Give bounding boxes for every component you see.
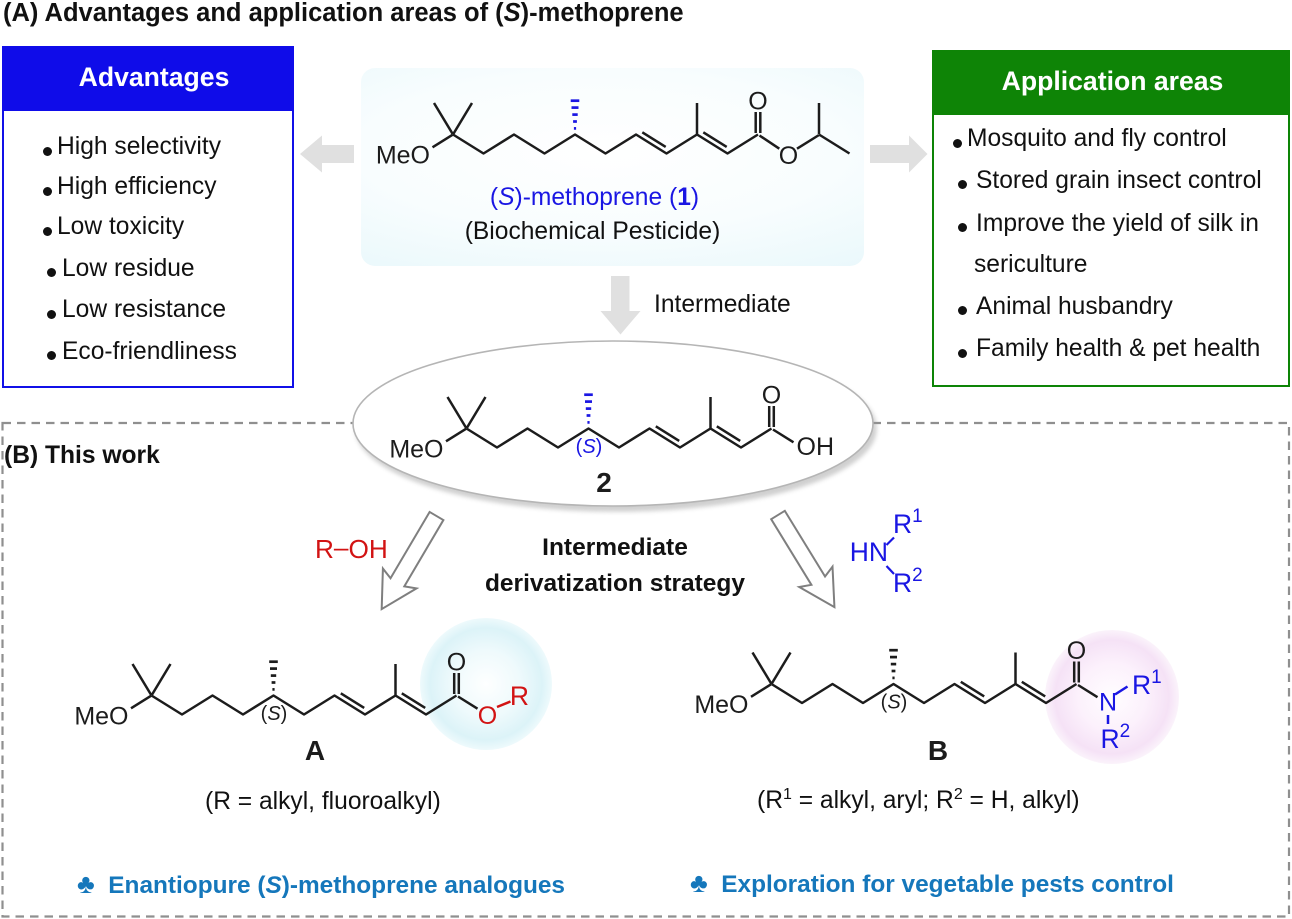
svg-text:(S): (S): [261, 703, 288, 725]
svg-text:R: R: [510, 681, 529, 711]
svg-text:MeO: MeO: [389, 436, 443, 464]
svg-text:O: O: [1067, 637, 1086, 665]
svg-text:(S): (S): [576, 436, 603, 458]
svg-text:O: O: [762, 382, 781, 410]
svg-text:R2: R2: [893, 565, 923, 598]
svg-text:N: N: [1099, 689, 1117, 717]
svg-text:O: O: [748, 88, 767, 116]
svg-text:B: B: [928, 735, 948, 766]
svg-text:A: A: [305, 735, 325, 766]
svg-text:R1: R1: [893, 506, 923, 539]
svg-text:HN: HN: [850, 537, 888, 567]
svg-text:OH: OH: [797, 433, 835, 461]
svg-text:MeO: MeO: [74, 703, 128, 731]
svg-text:O: O: [478, 702, 497, 730]
svg-text:(S): (S): [881, 692, 908, 714]
svg-text:MeO: MeO: [694, 691, 748, 719]
svg-text:2: 2: [596, 467, 612, 498]
svg-text:O: O: [447, 649, 466, 677]
svg-text:O: O: [779, 142, 798, 170]
svg-text:MeO: MeO: [376, 142, 430, 170]
